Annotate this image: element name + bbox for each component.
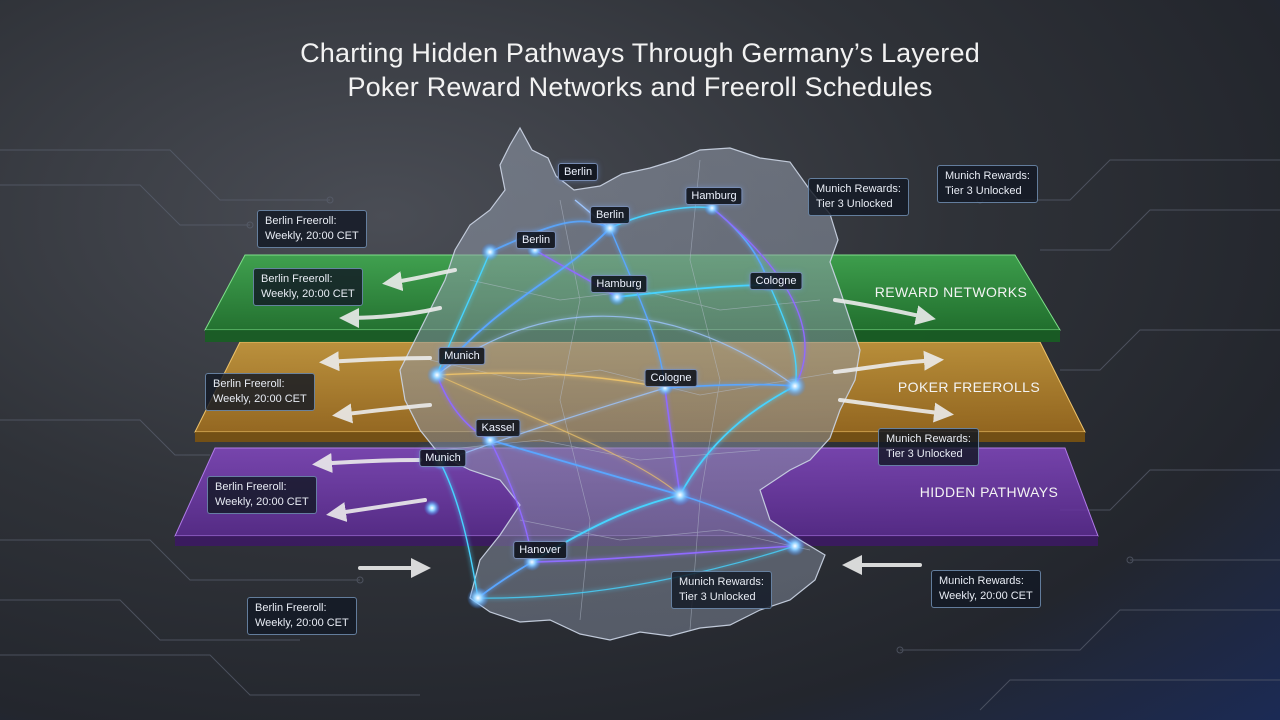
info-box-detail: Tier 3 Unlocked (945, 185, 1022, 197)
info-box-title: Berlin Freeroll: (261, 273, 333, 285)
page-title-line-1: Charting Hidden Pathways Through Germany… (300, 38, 980, 68)
city-label-munich: Munich (419, 449, 467, 467)
layer-label-reward-networks: REWARD NETWORKS (874, 284, 1028, 300)
info-box-title: Munich Rewards: (816, 183, 901, 195)
info-box-munich-rewards: Munich Rewards: Tier 3 Unlocked (808, 178, 909, 216)
info-box-title: Berlin Freeroll: (265, 215, 337, 227)
page-title-line-2: Poker Reward Networks and Freeroll Sched… (347, 72, 933, 102)
info-box-berlin-freeroll: Berlin Freeroll: Weekly, 20:00 CET (257, 210, 367, 248)
info-box-detail: Weekly, 20:00 CET (215, 496, 309, 508)
city-label-kassel: Kassel (475, 419, 521, 437)
info-box-munich-rewards: Munich Rewards: Tier 3 Unlocked (937, 165, 1038, 203)
layer-label-poker-freerolls: POKER FREEROLLS (897, 379, 1041, 395)
city-label-hamburg: Hamburg (590, 275, 648, 293)
germany-map (399, 126, 861, 641)
flow-arrows (312, 268, 954, 578)
info-box-detail: Weekly, 20:00 CET (255, 617, 349, 629)
info-box-detail: Weekly, 20:00 CET (213, 393, 307, 405)
city-label-munich: Munich (438, 347, 486, 365)
info-box-detail: Tier 3 Unlocked (679, 591, 756, 603)
info-box-berlin-freeroll: Berlin Freeroll: Weekly, 20:00 CET (253, 268, 363, 306)
info-box-title: Berlin Freeroll: (255, 602, 327, 614)
info-box-title: Berlin Freeroll: (213, 378, 285, 390)
info-box-detail: Tier 3 Unlocked (886, 448, 963, 460)
info-box-munich-rewards: Munich Rewards: Tier 3 Unlocked (878, 428, 979, 466)
city-label-cologne: Cologne (749, 272, 803, 290)
info-box-detail: Weekly, 20:00 CET (265, 230, 359, 242)
info-box-berlin-freeroll: Berlin Freeroll: Weekly, 20:00 CET (205, 373, 315, 411)
info-box-detail: Tier 3 Unlocked (816, 198, 893, 210)
layer-label-hidden-pathways: HIDDEN PATHWAYS (919, 484, 1059, 500)
city-label-berlin: Berlin (589, 206, 631, 224)
info-box-title: Munich Rewards: (679, 576, 764, 588)
city-label-berlin: Berlin (557, 163, 599, 181)
info-box-berlin-freeroll: Berlin Freeroll: Weekly, 20:00 CET (247, 597, 357, 635)
city-label-hanover: Hanover (513, 541, 567, 559)
info-box-detail: Weekly, 20:00 CET (261, 288, 355, 300)
info-box-berlin-freeroll: Berlin Freeroll: Weekly, 20:00 CET (207, 476, 317, 514)
info-box-title: Munich Rewards: (945, 170, 1030, 182)
city-label-hamburg: Hamburg (685, 187, 743, 205)
city-label-cologne: Cologne (644, 369, 698, 387)
info-box-title: Munich Rewards: (886, 433, 971, 445)
info-box-detail: Weekly, 20:00 CET (939, 590, 1033, 602)
info-box-title: Munich Rewards: (939, 575, 1024, 587)
info-box-munich-rewards: Munich Rewards: Tier 3 Unlocked (671, 571, 772, 609)
info-box-title: Berlin Freeroll: (215, 481, 287, 493)
city-label-berlin: Berlin (515, 231, 557, 249)
info-box-munich-rewards: Munich Rewards: Weekly, 20:00 CET (931, 570, 1041, 608)
